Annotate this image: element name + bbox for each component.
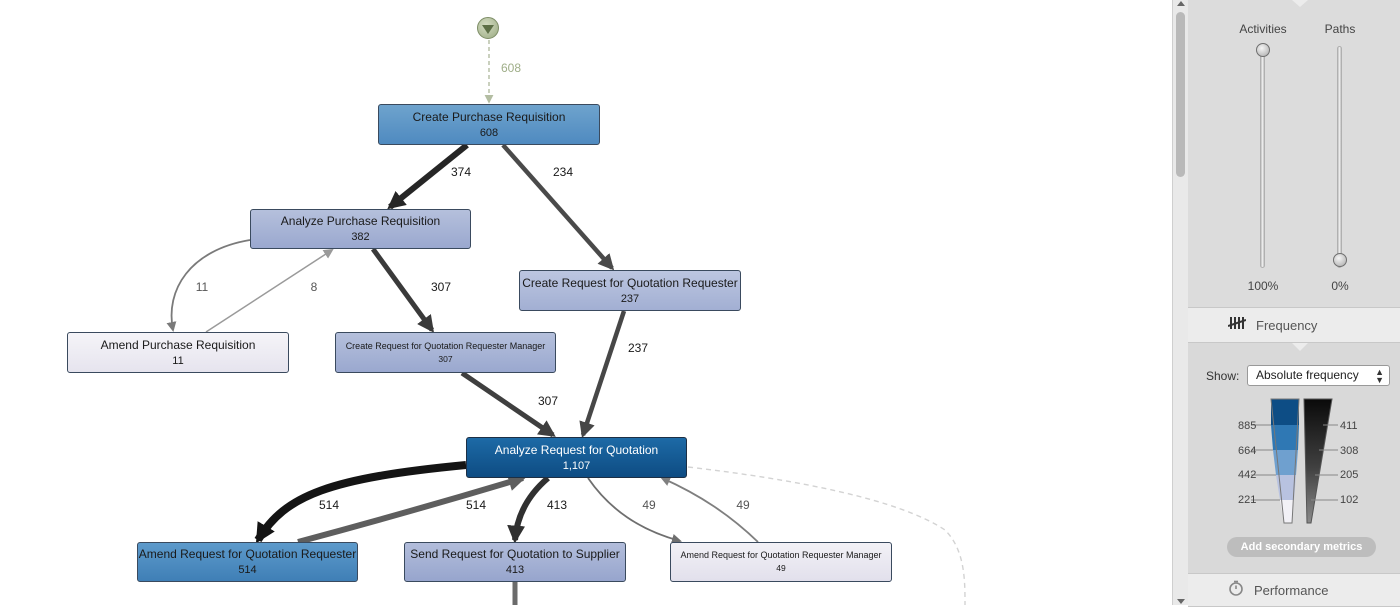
edge-514a[interactable] [254, 461, 467, 544]
sliders-section: Activities Paths 100% 0% [1188, 0, 1400, 307]
edge-514b[interactable] [297, 473, 527, 545]
path-scale-label: 102 [1340, 494, 1359, 506]
edge-label: 514 [465, 498, 487, 512]
process-map-edges [166, 40, 966, 605]
path-color-scale [1303, 398, 1333, 524]
frequency-legend [1251, 398, 1338, 524]
node-label: Amend Purchase Requisition [100, 337, 256, 352]
process-map-canvas[interactable]: 608 Create Purchase Requisition 608 Anal… [0, 0, 1172, 605]
edge-374[interactable] [387, 142, 469, 210]
side-panel: Activities Paths 100% 0% Frequency Show:… [1188, 0, 1400, 607]
node-create-purchase-requisition[interactable]: Create Purchase Requisition 608 [378, 104, 600, 145]
start-node[interactable] [477, 17, 499, 39]
edge-237[interactable] [579, 310, 627, 439]
activity-color-scale [1270, 398, 1300, 524]
node-count: 608 [479, 126, 499, 139]
frequency-notch [1292, 343, 1308, 351]
tab-performance-label: Performance [1254, 582, 1329, 598]
activity-scale-label: 442 [1238, 469, 1257, 481]
edge-label: 374 [450, 165, 472, 179]
path-scale-label: 205 [1340, 469, 1359, 481]
paths-value: 0% [1331, 279, 1349, 293]
activities-label: Activities [1239, 22, 1287, 36]
scroll-up-arrow-icon[interactable] [1177, 1, 1185, 6]
paths-label: Paths [1324, 22, 1356, 36]
scroll-down-arrow-icon[interactable] [1177, 599, 1185, 604]
edge-label: 237 [627, 341, 649, 355]
edge-label-start: 608 [500, 61, 522, 75]
paths-slider-knob[interactable] [1333, 253, 1347, 267]
scrollbar-thumb[interactable] [1176, 12, 1185, 177]
path-scale-label: 411 [1340, 420, 1358, 432]
activities-slider-track[interactable] [1260, 46, 1265, 268]
activity-scale-label: 221 [1238, 494, 1257, 506]
node-analyze-purchase-requisition[interactable]: Analyze Purchase Requisition 382 [250, 209, 471, 249]
node-count: 1,107 [562, 459, 591, 472]
activities-value: 100% [1247, 279, 1279, 293]
frequency-type-value: Absolute frequency [1256, 368, 1359, 382]
node-label: Create Request for Quotation Requester M… [345, 340, 546, 351]
node-label: Analyze Purchase Requisition [280, 214, 441, 228]
edge-label: 307 [430, 280, 452, 294]
edge-label: 413 [546, 498, 568, 512]
edge-label: 234 [552, 165, 574, 179]
edge-label: 307 [537, 394, 559, 408]
edge-label: 8 [310, 280, 318, 294]
start-icon [482, 25, 494, 34]
show-label: Show: [1206, 369, 1240, 383]
node-count: 11 [172, 354, 184, 367]
tab-frequency-label: Frequency [1256, 317, 1318, 333]
vertical-scrollbar[interactable] [1172, 0, 1188, 605]
activities-slider-knob[interactable] [1256, 43, 1270, 57]
node-create-rfq-requester[interactable]: Create Request for Quotation Requester 2… [519, 270, 741, 311]
edge-label: 49 [736, 498, 750, 512]
edge-end[interactable] [687, 466, 966, 605]
activity-scale-label: 885 [1238, 420, 1257, 432]
paths-slider-track[interactable] [1337, 46, 1342, 268]
path-scale-label: 308 [1340, 445, 1359, 457]
node-label: Analyze Request for Quotation [494, 442, 659, 457]
node-count: 382 [351, 231, 370, 243]
node-amend-purchase-requisition[interactable]: Amend Purchase Requisition 11 [67, 332, 289, 373]
edge-307b[interactable] [460, 370, 556, 438]
node-create-rfq-requester-manager[interactable]: Create Request for Quotation Requester M… [335, 332, 556, 373]
node-send-rfq-supplier[interactable]: Send Request for Quotation to Supplier 4… [404, 542, 626, 582]
edge-8[interactable] [205, 248, 334, 333]
node-label: Create Purchase Requisition [412, 109, 566, 124]
frequency-type-select[interactable]: Absolute frequency ▲▼ [1247, 365, 1390, 386]
activity-scale-label: 664 [1238, 445, 1257, 457]
node-count: 237 [620, 292, 640, 305]
panel-notch [1292, 0, 1308, 7]
node-label: Amend Request for Quotation Requester Ma… [680, 550, 882, 560]
tab-performance[interactable]: Performance [1188, 573, 1400, 607]
tally-icon [1227, 316, 1247, 335]
edge-49b[interactable] [660, 476, 759, 543]
node-amend-rfq-requester[interactable]: Amend Request for Quotation Requester 51… [137, 542, 358, 582]
node-amend-rfq-requester-manager[interactable]: Amend Request for Quotation Requester Ma… [670, 542, 892, 582]
edge-413[interactable] [507, 475, 550, 544]
node-label: Send Request for Quotation to Supplier [410, 547, 620, 561]
select-arrows-icon: ▲▼ [1375, 367, 1384, 385]
edge-label: 514 [318, 498, 340, 512]
node-count: 49 [776, 563, 786, 573]
edge-307a[interactable] [370, 247, 435, 333]
tab-frequency[interactable]: Frequency [1188, 307, 1400, 343]
add-secondary-metrics-button[interactable]: Add secondary metrics [1227, 537, 1376, 557]
stopwatch-icon [1228, 580, 1244, 601]
node-label: Amend Request for Quotation Requester [138, 547, 357, 561]
edge-234[interactable] [501, 143, 615, 271]
edge-label: 11 [195, 280, 209, 294]
edge-11[interactable] [166, 239, 251, 332]
edge-label: 49 [642, 498, 656, 512]
node-count: 307 [438, 353, 453, 364]
edge-49a[interactable] [587, 477, 682, 544]
node-count: 514 [238, 564, 257, 576]
node-count: 413 [505, 564, 525, 576]
node-label: Create Request for Quotation Requester [522, 275, 738, 290]
node-analyze-rfq[interactable]: Analyze Request for Quotation 1,107 [466, 437, 687, 478]
